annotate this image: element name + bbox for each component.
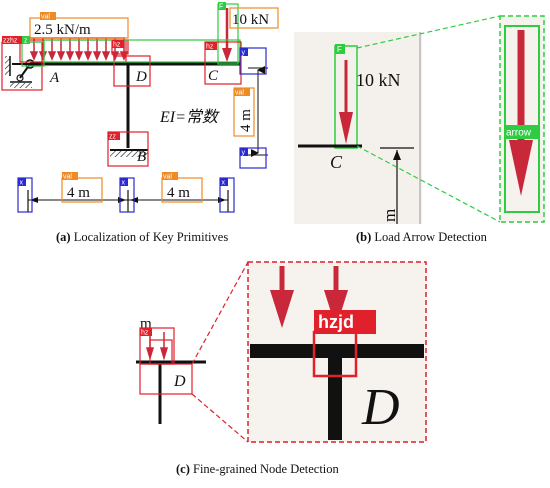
load-value-label: 2.5 kN/m <box>34 22 91 38</box>
fixed-support-hatch <box>110 151 148 157</box>
svg-text:x: x <box>222 180 226 187</box>
svg-text:y: y <box>242 50 246 57</box>
svg-text:hz: hz <box>113 42 121 49</box>
svg-text:val: val <box>63 174 72 181</box>
labels-a: 2.5 kN/m 10 kN A D C B EI=常数 4 m 4 m 4 m <box>34 12 269 201</box>
panel-b: F 10 kN C m arrow <box>294 15 545 224</box>
node-c-label-b: C <box>330 152 343 172</box>
crop-background <box>294 32 422 224</box>
node-b-label: B <box>137 149 146 165</box>
dimension-height <box>248 66 268 157</box>
svg-text:zz: zz <box>109 134 117 141</box>
svg-text:val: val <box>41 14 50 21</box>
point-load-label: 10 kN <box>232 12 269 28</box>
span-right-label: 4 m <box>167 185 190 201</box>
svg-text:x: x <box>20 180 24 187</box>
svg-text:val: val <box>235 90 244 97</box>
detection-tags-a: zzhz z val hz F hz y y val zz x x x <box>2 2 250 187</box>
svg-text:val: val <box>163 174 172 181</box>
svg-text:F: F <box>337 45 342 54</box>
caption-a: (a) Localization of Key Primitives <box>56 230 229 244</box>
dimension-spans <box>27 190 229 212</box>
zoomed-arrow-box <box>504 25 540 213</box>
stiffness-label: EI=常数 <box>159 108 220 126</box>
svg-text:hz: hz <box>141 330 149 337</box>
svg-text:zzhz: zzhz <box>3 38 18 45</box>
node-d-label-zoomed: D <box>361 379 400 436</box>
node-a-label: A <box>49 70 60 86</box>
height-label: 4 m <box>238 109 254 132</box>
point-load-arrow <box>222 8 232 62</box>
svg-text:z: z <box>24 38 28 45</box>
panel-c: m hz D D hzjd <box>136 261 427 443</box>
span-left-label: 4 m <box>67 185 90 201</box>
node-d-label-c: D <box>173 373 186 390</box>
svg-text:hz: hz <box>206 44 214 51</box>
svg-text:arrow: arrow <box>506 128 532 139</box>
panel-a: zzhz z val hz F hz y y val zz x x x <box>1 2 279 213</box>
svg-text:hzjd: hzjd <box>318 312 354 332</box>
caption-b: (b) Load Arrow Detection <box>356 230 487 244</box>
load-value-label-b: 10 kN <box>356 70 401 90</box>
arrow-detection-box <box>334 45 358 149</box>
node-d-label: D <box>135 69 147 85</box>
svg-text:y: y <box>242 150 246 157</box>
caption-c: (c) Fine-grained Node Detection <box>176 462 339 476</box>
node-c-label: C <box>208 68 219 84</box>
svg-text:F: F <box>219 4 223 11</box>
unit-label-b: m <box>380 209 399 222</box>
svg-text:x: x <box>122 180 126 187</box>
